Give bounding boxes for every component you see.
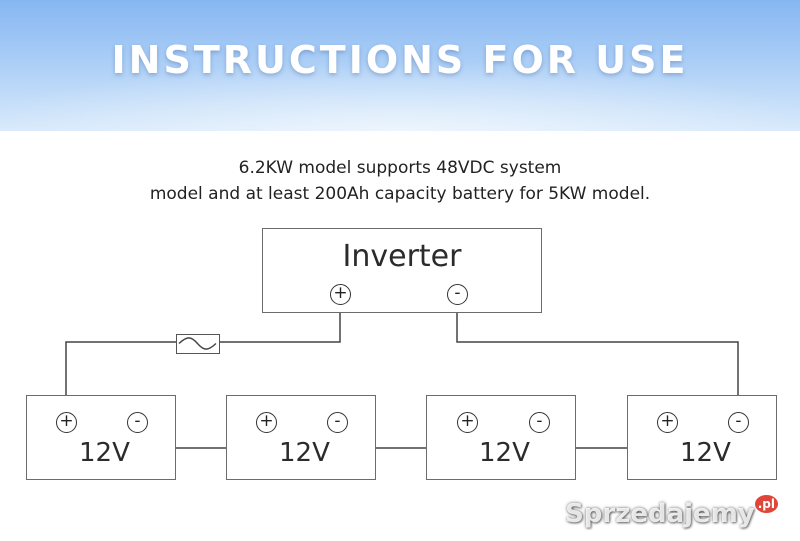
fuse-icon bbox=[176, 334, 220, 354]
inverter-positive-terminal-icon: + bbox=[330, 284, 351, 305]
battery-3-label: 12V bbox=[479, 438, 530, 468]
watermark-logo: Sprzedajemy.pl bbox=[565, 495, 778, 529]
battery-2-label: 12V bbox=[279, 438, 330, 468]
wire-negative-main bbox=[456, 304, 739, 410]
battery-2: 12V bbox=[226, 395, 376, 480]
caption-line-2: model and at least 200Ah capacity batter… bbox=[149, 184, 651, 204]
inverter-label: Inverter bbox=[342, 239, 462, 274]
battery-2-negative-terminal-icon: - bbox=[327, 412, 348, 433]
battery-4-positive-terminal-icon: + bbox=[657, 412, 678, 433]
battery-1-label: 12V bbox=[79, 438, 130, 468]
wire-positive-main bbox=[220, 304, 341, 343]
battery-4-negative-terminal-icon: - bbox=[728, 412, 749, 433]
watermark-text: Sprzedajemy bbox=[565, 499, 755, 529]
fuse-wave-icon bbox=[178, 337, 217, 350]
battery-3: 12V bbox=[426, 395, 576, 480]
battery-1-positive-terminal-icon: + bbox=[56, 412, 77, 433]
watermark-suffix: .pl bbox=[754, 495, 778, 514]
caption-line-1: 6.2KW model supports 48VDC system bbox=[238, 158, 562, 178]
battery-4: 12V bbox=[627, 395, 777, 480]
header-banner: INSTRUCTIONS FOR USE bbox=[0, 0, 800, 131]
battery-4-label: 12V bbox=[680, 438, 731, 468]
battery-3-positive-terminal-icon: + bbox=[457, 412, 478, 433]
battery-1-negative-terminal-icon: - bbox=[127, 412, 148, 433]
wire-fuse-to-battery1 bbox=[65, 341, 176, 395]
page-title: INSTRUCTIONS FOR USE bbox=[111, 38, 689, 82]
inverter-box: Inverter bbox=[262, 228, 542, 313]
battery-2-positive-terminal-icon: + bbox=[256, 412, 277, 433]
battery-1: 12V bbox=[26, 395, 176, 480]
battery-3-negative-terminal-icon: - bbox=[529, 412, 550, 433]
inverter-negative-terminal-icon: - bbox=[447, 284, 468, 305]
